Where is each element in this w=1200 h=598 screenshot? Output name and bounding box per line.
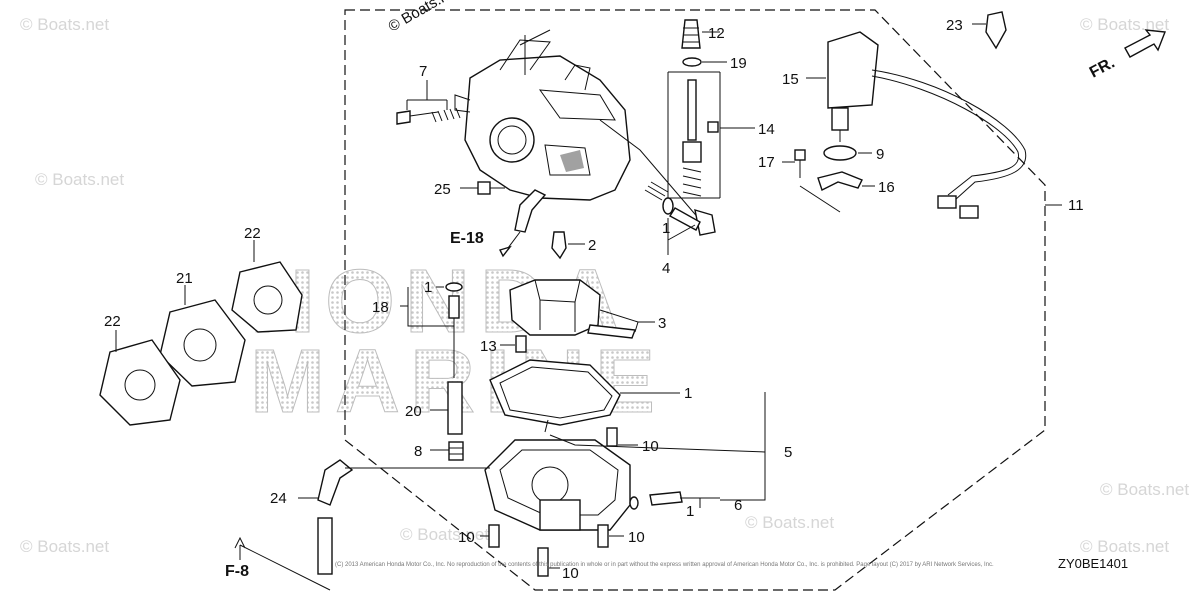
watermark-copyright: © Boats.net (20, 15, 109, 34)
callout-labels: 7 25 12 19 14 1 4 2 3 1 18 13 20 8 1 10 … (104, 17, 1084, 582)
footer-notice: (C) 2013 American Honda Motor Co., Inc. … (335, 562, 994, 568)
callout-10d: 10 (562, 565, 579, 582)
part-14-needle-set (667, 71, 755, 199)
callout-3: 3 (658, 315, 666, 332)
part-6-drain-screw (629, 491, 720, 510)
callout-9: 9 (876, 146, 884, 163)
callout-10a: 10 (642, 438, 659, 455)
callout-22b: 22 (104, 313, 121, 330)
callout-14: 14 (758, 121, 775, 138)
callout-16: 16 (878, 179, 895, 196)
callout-12: 12 (708, 25, 725, 42)
callout-2: 2 (588, 237, 596, 254)
front-label: FR. (1087, 54, 1118, 81)
part-25-bolt (460, 181, 505, 195)
part-23-clamp (972, 11, 1007, 50)
callout-11: 11 (1068, 197, 1084, 214)
watermark-copyright: © Boats.net (1100, 480, 1189, 499)
callout-19: 19 (730, 55, 747, 72)
callout-1d: 1 (686, 503, 694, 520)
callout-15: 15 (782, 71, 799, 88)
part-5-float-chamber (484, 392, 766, 531)
reference-e18: E-18 (450, 230, 484, 247)
watermark-copyright: © Boats.net (745, 513, 834, 532)
part-17-bolt (782, 149, 806, 178)
part-7-screw-spring (396, 80, 461, 125)
part-16-bracket (799, 171, 875, 213)
part-10-bolts (480, 427, 638, 577)
front-direction-indicator (1124, 29, 1166, 58)
part-15-solenoid (806, 31, 879, 142)
watermark-copyright-top: © Boats.net (386, 0, 463, 35)
callout-1c: 1 (684, 385, 692, 402)
drain-tube (514, 189, 547, 233)
callout-1b: 1 (424, 279, 432, 296)
callout-22a: 22 (244, 225, 261, 242)
part-20-tube (430, 381, 463, 435)
float-chamber-gasket (489, 359, 680, 426)
callout-10b: 10 (458, 529, 475, 546)
callout-5: 5 (784, 444, 792, 461)
callout-25: 25 (434, 181, 451, 198)
callout-23: 23 (946, 17, 963, 34)
part-2-jet (551, 231, 585, 260)
callout-13: 13 (480, 338, 497, 355)
callout-4: 4 (662, 260, 670, 277)
watermark-copyright: © Boats.net (400, 525, 489, 544)
reference-f8: F-8 (225, 563, 249, 580)
part-24-hose (234, 459, 490, 591)
callout-10c: 10 (628, 529, 645, 546)
watermark-copyright: © Boats.net (20, 537, 109, 556)
callout-17: 17 (758, 154, 775, 171)
callout-1a: 1 (662, 220, 670, 237)
part-18-main-jet (400, 282, 463, 378)
part-12-cap (681, 19, 720, 49)
carburetor-body (454, 29, 716, 236)
watermark-copyright: © Boats.net (35, 170, 124, 189)
part-22-gasket-lower (99, 330, 181, 426)
watermark-copyright: © Boats.net (1080, 537, 1169, 556)
callout-18: 18 (372, 299, 389, 316)
part-13-bolt (500, 335, 527, 353)
part-4-pilot-screw (644, 181, 701, 255)
callout-21: 21 (176, 270, 193, 287)
diagram-code: ZY0BE1401 (1058, 556, 1128, 571)
callout-6: 6 (734, 497, 742, 514)
part-22-gasket-upper (231, 240, 303, 333)
part-11-wire-harness (871, 69, 1062, 219)
watermark-copyright: © Boats.net (1080, 15, 1169, 34)
part-9-o-ring (823, 145, 872, 161)
callout-8: 8 (414, 443, 422, 460)
assembly-boundary (344, 9, 1046, 591)
part-19-clip (682, 57, 727, 67)
part-8-plug (430, 441, 464, 461)
part-3-float (509, 279, 655, 339)
callout-20: 20 (405, 403, 422, 420)
callout-7: 7 (419, 63, 427, 80)
callout-24: 24 (270, 490, 287, 507)
